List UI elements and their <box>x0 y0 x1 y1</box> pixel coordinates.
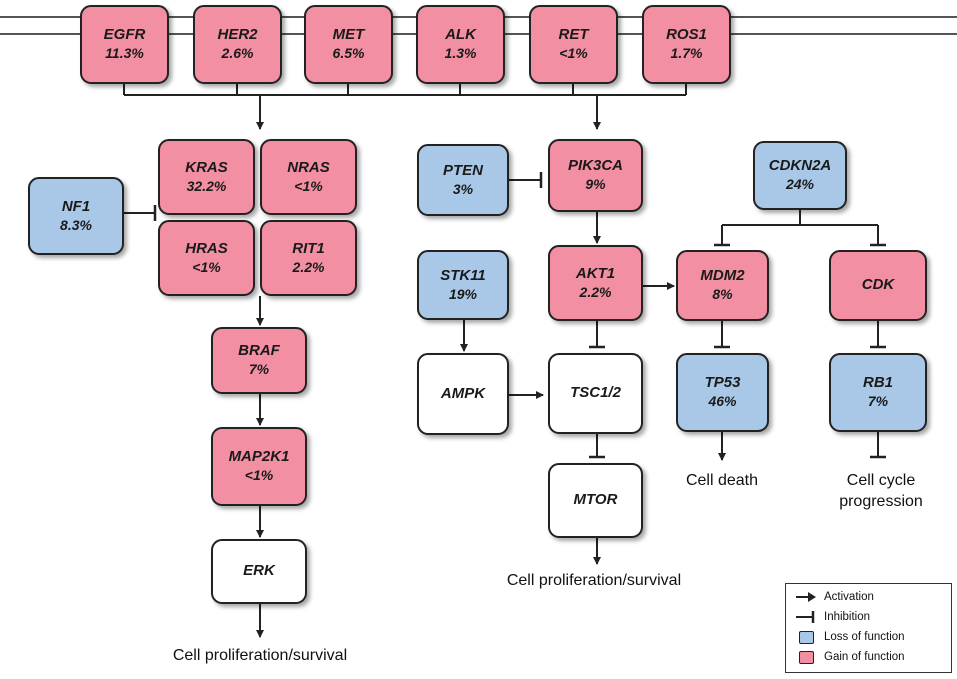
node-erk: ERK <box>211 539 307 604</box>
node-mdm2: MDM2 8% <box>676 250 769 321</box>
legend-loss-label: Loss of function <box>824 631 905 643</box>
node-alk: ALK 1.3% <box>416 5 505 84</box>
node-alk-pct: 1.3% <box>444 45 477 62</box>
node-ret-pct: <1% <box>559 45 588 62</box>
node-mtor-name: MTOR <box>573 491 618 509</box>
node-met-pct: 6.5% <box>332 45 365 62</box>
node-rb1: RB1 7% <box>829 353 927 432</box>
node-met: MET 6.5% <box>304 5 393 84</box>
node-map2k1: MAP2K1 <1% <box>211 427 307 506</box>
activation-arrow-icon <box>794 589 818 605</box>
node-rb1-pct: 7% <box>867 393 889 410</box>
node-stk11: STK11 19% <box>417 250 509 320</box>
inhibition-bar-icon <box>794 609 818 625</box>
node-her2-pct: 2.6% <box>221 45 254 62</box>
legend: Activation Inhibition Loss of function G… <box>785 583 952 673</box>
legend-inhibition-label: Inhibition <box>824 611 871 623</box>
node-pik3ca-name: PIK3CA <box>567 157 623 175</box>
legend-gain-label: Gain of function <box>824 651 905 663</box>
node-cdkn2a-name: CDKN2A <box>768 157 832 175</box>
node-pten-pct: 3% <box>452 180 474 197</box>
node-pik3ca: PIK3CA 9% <box>548 139 643 212</box>
node-ros1-pct: 1.7% <box>670 45 703 62</box>
node-mtor: MTOR <box>548 463 643 538</box>
node-ampk-name: AMPK <box>440 384 486 402</box>
node-rit1-name: RIT1 <box>292 239 325 257</box>
cell-death-label: Cell death <box>685 472 759 489</box>
node-tp53-name: TP53 <box>704 374 741 392</box>
node-braf-pct: 7% <box>248 361 270 378</box>
node-pten: PTEN 3% <box>417 144 509 216</box>
node-mdm2-name: MDM2 <box>700 267 745 285</box>
node-tp53: TP53 46% <box>676 353 769 432</box>
node-erk-name: ERK <box>243 562 275 580</box>
gain-swatch-icon <box>794 649 818 665</box>
node-cdk-name: CDK <box>861 276 895 294</box>
node-tsc-name: TSC1/2 <box>570 384 621 402</box>
node-nras: NRAS <1% <box>260 139 357 215</box>
node-tp53-pct: 46% <box>708 393 737 410</box>
node-braf-name: BRAF <box>238 342 280 360</box>
node-akt1-pct: 2.2% <box>579 283 612 300</box>
node-akt1: AKT1 2.2% <box>548 245 643 321</box>
node-her2-name: HER2 <box>217 26 258 44</box>
node-her2: HER2 2.6% <box>193 5 282 84</box>
node-kras-name: KRAS <box>185 158 228 176</box>
node-nras-name: NRAS <box>287 158 330 176</box>
node-cdkn2a: CDKN2A 24% <box>753 141 847 210</box>
loss-swatch-icon <box>794 629 818 645</box>
node-egfr: EGFR 11.3% <box>80 5 169 84</box>
node-rb1-name: RB1 <box>862 374 893 392</box>
node-nras-pct: <1% <box>294 177 323 194</box>
node-hras: HRAS <1% <box>158 220 255 296</box>
legend-gain: Gain of function <box>794 648 905 666</box>
node-cdkn2a-pct: 24% <box>785 176 815 193</box>
node-rit1-pct: 2.2% <box>292 258 325 275</box>
node-ros1-name: ROS1 <box>666 26 707 44</box>
node-ret: RET <1% <box>529 5 618 84</box>
node-egfr-pct: 11.3% <box>105 45 144 62</box>
node-mdm2-pct: 8% <box>712 286 733 303</box>
node-nf1-pct: 8.3% <box>60 216 92 233</box>
legend-activation-label: Activation <box>824 591 874 603</box>
node-met-name: MET <box>332 26 365 44</box>
node-braf: BRAF 7% <box>211 327 307 394</box>
legend-inhibition: Inhibition <box>794 608 870 626</box>
node-map2k1-name: MAP2K1 <box>228 448 290 466</box>
node-cdk: CDK <box>829 250 927 321</box>
legend-loss: Loss of function <box>794 628 905 646</box>
legend-activation: Activation <box>794 588 874 606</box>
node-tsc: TSC1/2 <box>548 353 643 434</box>
node-nf1-name: NF1 <box>61 197 91 215</box>
node-stk11-name: STK11 <box>440 266 486 284</box>
node-nf1: NF1 8.3% <box>28 177 124 255</box>
node-hras-pct: <1% <box>192 258 221 275</box>
node-ros1: ROS1 1.7% <box>642 5 731 84</box>
node-alk-name: ALK <box>445 26 476 44</box>
node-pten-name: PTEN <box>442 161 483 179</box>
node-ampk: AMPK <box>417 353 509 435</box>
mapk-outcome-label: Cell proliferation/survival <box>172 647 348 664</box>
node-rit1: RIT1 2.2% <box>260 220 357 296</box>
node-pik3ca-pct: 9% <box>585 176 606 193</box>
node-stk11-pct: 19% <box>448 285 478 302</box>
node-ret-name: RET <box>558 26 589 44</box>
node-egfr-name: EGFR <box>103 26 146 44</box>
node-kras: KRAS 32.2% <box>158 139 255 215</box>
node-map2k1-pct: <1% <box>244 467 274 484</box>
cell-cycle-label: Cell cycle progression <box>839 472 923 510</box>
node-hras-name: HRAS <box>185 239 228 257</box>
node-akt1-name: AKT1 <box>575 264 616 282</box>
pi3k-outcome-label: Cell proliferation/survival <box>506 572 682 589</box>
node-kras-pct: 32.2% <box>186 177 227 194</box>
